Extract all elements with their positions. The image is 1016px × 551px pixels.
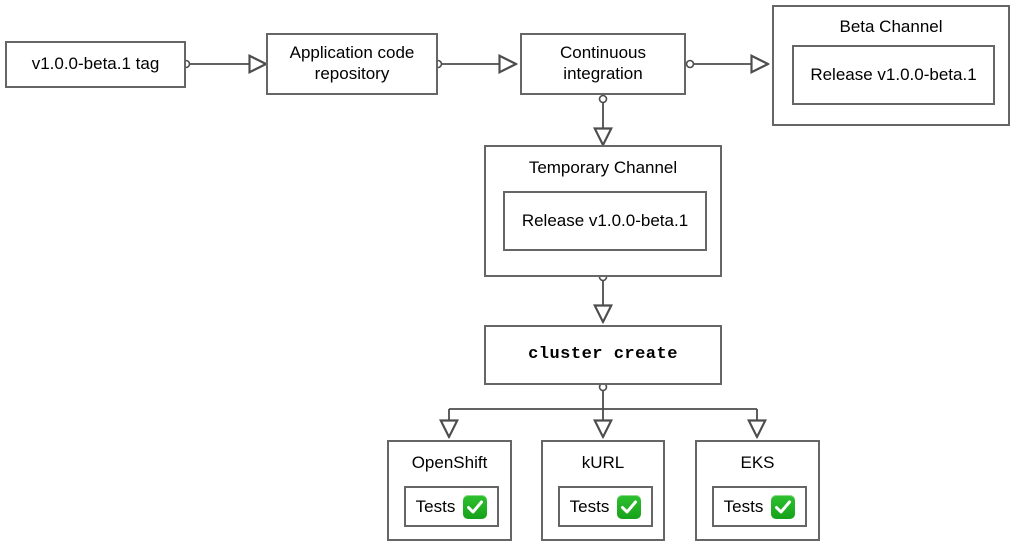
node-application-code-repository-label: Application code repository [289,43,415,83]
node-tag-label: v1.0.0-beta.1 tag [31,54,160,74]
openshift-tests-label: Tests [415,496,456,516]
kurl-tests-label: Tests [569,496,610,516]
group-temporary-channel-title: Temporary Channel [528,158,678,177]
temporary-channel-release-label: Release v1.0.0-beta.1 [521,211,689,230]
node-continuous-integration[interactable]: Continuous integration [520,33,686,95]
node-application-code-repository[interactable]: Application code repository [266,33,438,95]
group-target-kurl[interactable]: kURL Tests [541,440,665,541]
beta-channel-release-box[interactable]: Release v1.0.0-beta.1 [792,45,995,105]
node-cluster-create[interactable]: cluster create [484,325,722,385]
edge-repo-to-ci [433,61,517,68]
group-target-eks-title: EKS [740,453,775,472]
check-mark-button-icon [617,494,642,519]
group-target-openshift-title: OpenShift [411,453,488,472]
kurl-tests-box[interactable]: Tests [558,486,653,527]
node-continuous-integration-label: Continuous integration [559,43,646,83]
eks-tests-box[interactable]: Tests [712,486,807,527]
edge-tag-to-repo [181,61,267,68]
node-tag[interactable]: v1.0.0-beta.1 tag [5,41,186,88]
check-mark-button-icon [463,494,488,519]
group-target-kurl-title: kURL [581,453,625,472]
group-temporary-channel[interactable]: Temporary Channel Release v1.0.0-beta.1 [484,145,722,277]
check-mark-button-icon [771,494,796,519]
edge-temporary-channel-to-cluster-create [600,272,607,323]
node-cluster-create-label: cluster create [528,344,678,364]
eks-tests-label: Tests [723,496,764,516]
group-target-openshift[interactable]: OpenShift Tests [387,440,512,541]
beta-channel-release-label: Release v1.0.0-beta.1 [810,65,977,84]
temporary-channel-release-box[interactable]: Release v1.0.0-beta.1 [503,191,707,251]
openshift-tests-box[interactable]: Tests [404,486,499,527]
group-target-eks[interactable]: EKS Tests [695,440,820,541]
edge-ci-to-temporary-channel [600,94,607,146]
edge-ci-to-beta-channel [685,61,769,68]
group-beta-channel[interactable]: Beta Channel Release v1.0.0-beta.1 [772,5,1010,126]
group-beta-channel-title: Beta Channel [839,17,943,36]
edge-cluster-create-fanout [449,382,757,438]
